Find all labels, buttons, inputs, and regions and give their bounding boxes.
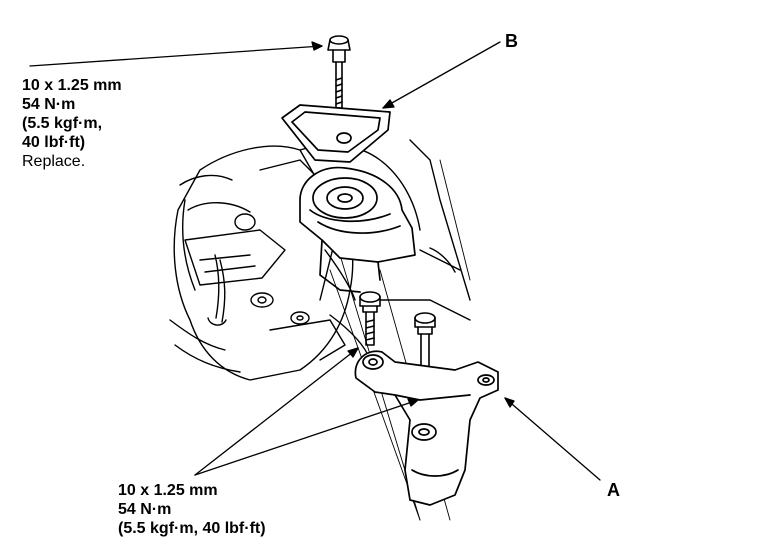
upper-bolt — [327, 35, 351, 109]
leaders — [29, 41, 601, 481]
upper-bracket-b — [281, 104, 391, 163]
lower-bolts-spec: 10 x 1.25 mm 54 N·m (5.5 kgf·m, 40 lbf·f… — [118, 481, 266, 538]
callout-b-label: B — [505, 31, 518, 51]
lower-bracket-a — [354, 350, 499, 506]
callout-a-label: A — [607, 480, 620, 500]
lower-bolts-torque: 54 N·m — [118, 501, 172, 518]
engine-background — [169, 139, 471, 381]
upper-bolt-torque: 54 N·m — [22, 96, 76, 113]
lower-bolts-size: 10 x 1.25 mm — [118, 482, 218, 499]
upper-bolt-torque-alt-1: (5.5 kgf·m, — [22, 115, 103, 132]
upper-bolt-size: 10 x 1.25 mm — [22, 77, 122, 94]
upper-bolt-torque-alt-2: 40 lbf·ft) — [22, 134, 86, 151]
upper-bolt-note: Replace. — [22, 153, 86, 170]
upper-bolt-spec: 10 x 1.25 mm 54 N·m (5.5 kgf·m, 40 lbf·f… — [22, 76, 122, 171]
lower-bolt-left — [359, 291, 381, 346]
mount-body — [299, 166, 416, 293]
lower-bolts-torque-alt: (5.5 kgf·m, 40 lbf·ft) — [118, 520, 266, 537]
